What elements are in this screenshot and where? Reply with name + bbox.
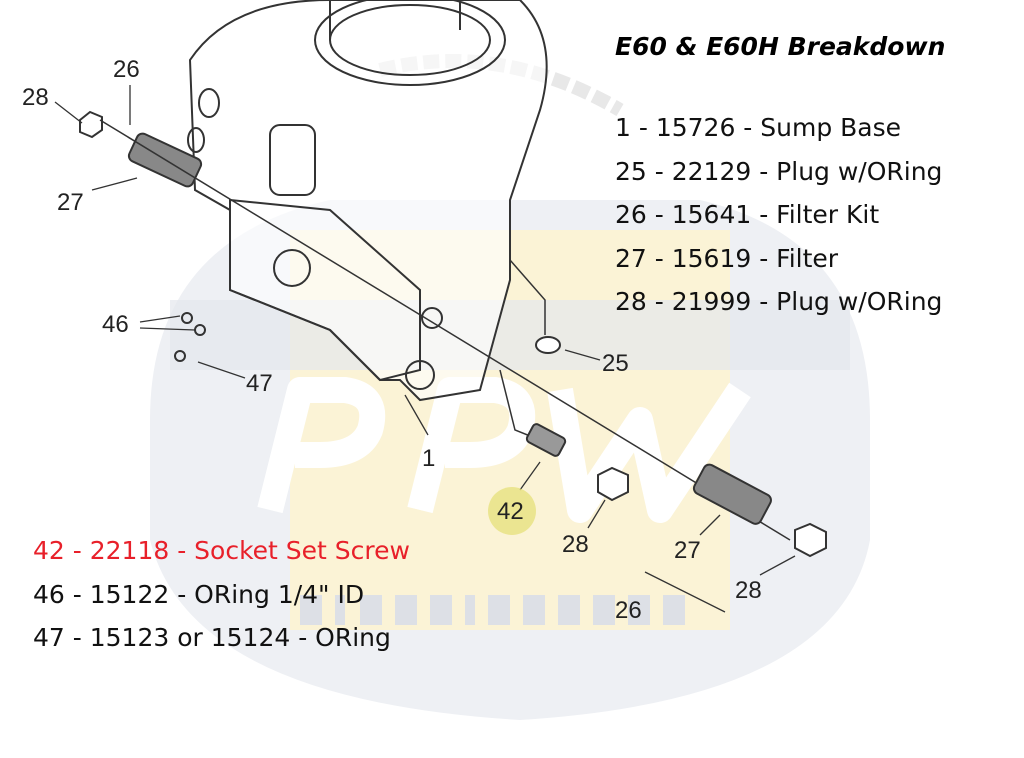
parts-list-right: 1 - 15726 - Sump Base 25 - 22129 - Plug … [615,106,942,324]
part-item: 28 - 21999 - Plug w/ORing [615,287,943,316]
page-title: E60 & E60H Breakdown [615,32,946,61]
part-item: 25 - 22129 - Plug w/ORing [615,156,943,186]
callout-28: 28 [735,577,762,604]
part-item: 46 - 15122 - ORing 1/4" ID [33,579,365,609]
part-item: 27 - 15619 - Filter [615,243,839,273]
callout-46: 46 [102,311,129,338]
part-item: 26 - 15641 - Filter Kit [615,200,880,229]
callout-27: 27 [57,189,84,216]
parts-list-left: 42 - 22118 - Socket Set Screw 46 - 15122… [33,529,410,660]
part-item-highlighted: 42 - 22118 - Socket Set Screw [33,536,410,565]
callout-25: 25 [602,350,629,377]
callout-26: 26 [615,597,642,624]
callout-27: 27 [674,537,701,564]
sump-base-drawing [54,0,827,613]
callout-26: 26 [113,56,140,83]
watermark-brand-shape [257,377,751,523]
callout-1: 1 [422,445,436,472]
highlight-marker-42 [488,487,536,535]
part-item: 47 - 15123 or 15124 - ORing [33,623,391,652]
callout-28: 28 [22,84,49,111]
callout-47: 47 [246,370,273,397]
part-item: 1 - 15726 - Sump Base [615,113,902,142]
callout-28: 28 [562,531,589,558]
callout-42: 42 [497,498,524,525]
watermark-sub-shape [300,595,685,625]
